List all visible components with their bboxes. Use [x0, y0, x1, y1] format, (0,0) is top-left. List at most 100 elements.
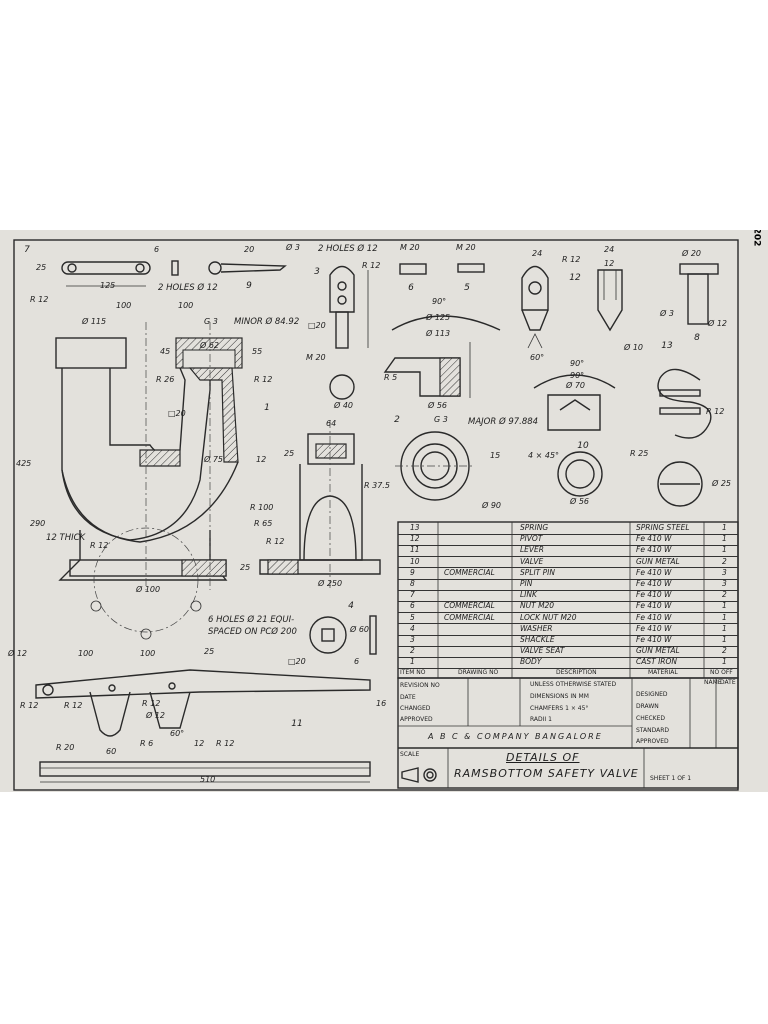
tb-drawn: DRAWN — [636, 703, 659, 710]
balloon-13: 13 — [661, 341, 673, 351]
dim: □20 — [288, 657, 306, 666]
bom-material: GUN METAL — [636, 646, 680, 656]
dim: R 12 — [216, 739, 235, 748]
bom-description: WASHER — [520, 623, 553, 633]
tb-revision-no: REVISION NO — [400, 682, 440, 689]
bom-description: LOCK NUT M20 — [520, 612, 577, 622]
bom-item-no: 8 — [410, 579, 415, 588]
bom-material: Fe 410 W — [636, 545, 672, 555]
dim: R 20 — [56, 743, 75, 752]
bom-item-no: 9 — [410, 567, 415, 577]
tb-approved-left: APPROVED — [400, 716, 433, 723]
dim: 16 — [376, 699, 387, 708]
tb-company: A B C & COMPANY BANGALORE — [428, 732, 603, 741]
bom-material: Fe 410 W — [636, 612, 672, 622]
bom-row-divider — [398, 578, 738, 580]
bom-row-divider — [398, 645, 738, 647]
bom-header-material: MATERIAL — [648, 669, 678, 676]
dim: 100 — [178, 301, 194, 310]
dim: Ø 12 — [708, 319, 728, 328]
balloon-5: 5 — [464, 283, 470, 293]
dim: Ø 56 — [570, 497, 590, 506]
part-12-pivot — [521, 265, 623, 349]
bom-item-no: 12 — [410, 534, 420, 544]
dim: Ø 125 — [426, 313, 451, 322]
bom-row-divider — [398, 612, 738, 614]
bom-material: Fe 410 W — [636, 601, 672, 611]
bom-material: Fe 410 W — [636, 623, 672, 633]
dim: Ø 90 — [482, 501, 502, 510]
bom-material: Fe 410 W — [636, 534, 672, 544]
dim: R 5 — [384, 373, 398, 382]
dim: 90° — [432, 297, 447, 306]
bom-row-divider — [398, 544, 738, 546]
bom-item-no: 3 — [410, 635, 415, 644]
bom-material: Fe 410 W — [636, 635, 672, 644]
bom-material: Fe 410 W — [636, 567, 672, 577]
bom-description: LINK — [520, 590, 537, 600]
bom-item-no: 10 — [410, 556, 420, 566]
dim: 25 — [240, 563, 251, 572]
tb-approved-right: APPROVED — [636, 738, 669, 745]
dim: 64 — [326, 419, 337, 428]
bom-description: VALVE SEAT — [520, 646, 565, 656]
part-4-washer — [309, 615, 377, 655]
dim: R 12 — [254, 375, 273, 384]
bom-qty: 1 — [722, 635, 727, 644]
part-9-split-pin — [208, 261, 287, 275]
tb-note-1: UNLESS OTHERWISE STATED — [530, 681, 617, 688]
tb-changed: CHANGED — [400, 705, 431, 712]
bom-row-divider — [398, 634, 738, 636]
dim: 60° — [170, 729, 185, 738]
bom-qty: 2 — [722, 590, 727, 600]
bom-qty: 2 — [722, 646, 727, 656]
dim: 90° — [570, 359, 585, 368]
bom-qty: 1 — [722, 534, 727, 544]
bom-header-qty: NO OFF — [710, 669, 733, 676]
balloon-9: 9 — [246, 281, 252, 291]
dim: Ø 115 — [82, 317, 107, 326]
dim: Ø 40 — [334, 401, 354, 410]
dim: R 12 — [30, 295, 49, 304]
bom-material: Fe 410 W — [636, 590, 672, 600]
bom-qty: 1 — [722, 601, 727, 611]
part-10-valve — [533, 374, 616, 497]
balloon-8: 8 — [694, 333, 700, 343]
bom-description: SPLIT PIN — [520, 567, 555, 577]
dim: G 3 — [204, 317, 218, 326]
bom-header-item: ITEM NO — [400, 669, 426, 676]
balloon-11: 11 — [291, 719, 303, 729]
bom-item-no: 11 — [410, 545, 420, 555]
bom-row-divider — [398, 589, 738, 591]
dim: Ø 25 — [712, 479, 732, 488]
dim: G 3 — [434, 415, 448, 424]
part-1-body — [55, 322, 243, 640]
bom-qty: 1 — [722, 657, 727, 667]
balloon-7: 7 — [24, 245, 30, 255]
bom-item-no: 6 — [410, 601, 415, 611]
part-6-nut — [399, 263, 427, 275]
dim: M 20 — [456, 243, 476, 252]
bom-material: CAST IRON — [636, 657, 678, 667]
dim: Ø 56 — [428, 401, 448, 410]
tb-standard: STANDARD — [636, 727, 670, 734]
part-1-side-view — [259, 420, 381, 590]
tb-designed: DESIGNED — [636, 691, 668, 698]
bom-material: GUN METAL — [636, 556, 680, 566]
balloon-10: 10 — [577, 441, 589, 451]
dim: Ø 75 — [204, 455, 224, 464]
bom-row-divider — [398, 556, 738, 558]
dim: R 12 — [706, 407, 725, 416]
bom-qty: 2 — [722, 556, 727, 566]
bom-item-no: 7 — [410, 590, 415, 600]
part-7-link — [61, 260, 179, 287]
dim: 60° — [530, 353, 545, 362]
tb-title-line2: RAMSBOTTOM SAFETY VALVE — [454, 767, 639, 780]
dim: Ø 113 — [426, 329, 451, 338]
note-six-holes-2: SPACED ON PCØ 200 — [208, 627, 297, 637]
bom-note: COMMERCIAL — [444, 601, 495, 611]
bom-description: SHACKLE — [520, 635, 555, 644]
bom-description: BODY — [520, 657, 542, 667]
bom-row-divider — [398, 668, 738, 670]
dim: R 12 — [20, 701, 39, 710]
